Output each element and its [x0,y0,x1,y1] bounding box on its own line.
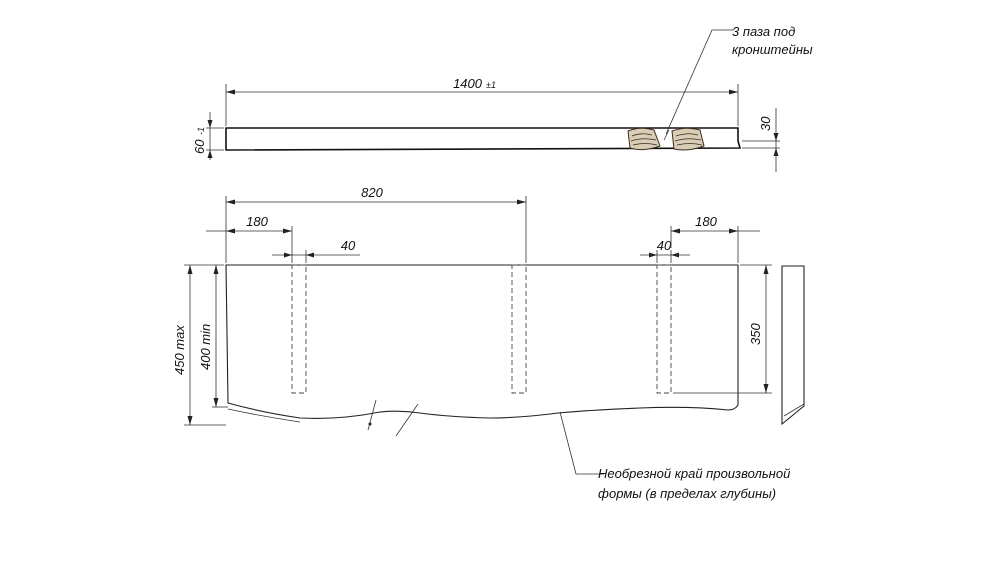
end-profile-edge [783,403,805,417]
dim-180-left-text: 180 [246,214,268,229]
bracket-leader [665,29,734,135]
dim-1400-text: 1400 [453,76,483,91]
edge-note-line1: Необрезной край произвольной [598,466,790,481]
break-line-1 [367,399,377,431]
dim-1400-tol: ±1 [486,80,496,90]
slot-left [291,264,307,394]
edge-note-line2: формы (в пределах глубины) [598,486,776,501]
end-profile-view [781,265,805,426]
edge-leader [559,411,604,475]
bracket-note-line2: кронштейны [732,42,813,57]
edge-shadow [227,408,301,423]
slot-right [656,264,672,394]
dim-arrows [773,133,779,156]
wood-grain-icon [627,127,705,151]
slab-side-outline [225,127,742,151]
dim-60-tol: -1 [196,127,206,135]
dim-350-text: 350 [748,323,763,345]
break-line-2 [395,403,419,437]
dim-180-right-text: 180 [695,214,717,229]
end-profile-outline [781,265,805,426]
side-view: 1400 ±1 60 -1 30 3 паза под кронштейны [192,24,813,172]
dim-40-right-text: 40 [657,238,672,253]
groove-marker [663,129,670,141]
dim-400-text: 400 min [198,324,213,370]
dim-arrows [207,120,213,158]
dim-arrows [284,252,314,258]
plan-outline [225,264,739,419]
bracket-note-line1: 3 паза под [732,24,795,39]
dim-60-text: 60 [192,139,207,154]
slot-center [511,264,527,394]
dim-arrows [649,252,679,258]
dim-820-text: 820 [361,185,383,200]
plan-view: 820 180 40 40 180 450 max 400 min [172,185,790,501]
break-dot [368,422,372,426]
dim-40-left-text: 40 [341,238,356,253]
dim-450-text: 450 max [172,325,187,375]
dim-30-text: 30 [758,116,773,131]
